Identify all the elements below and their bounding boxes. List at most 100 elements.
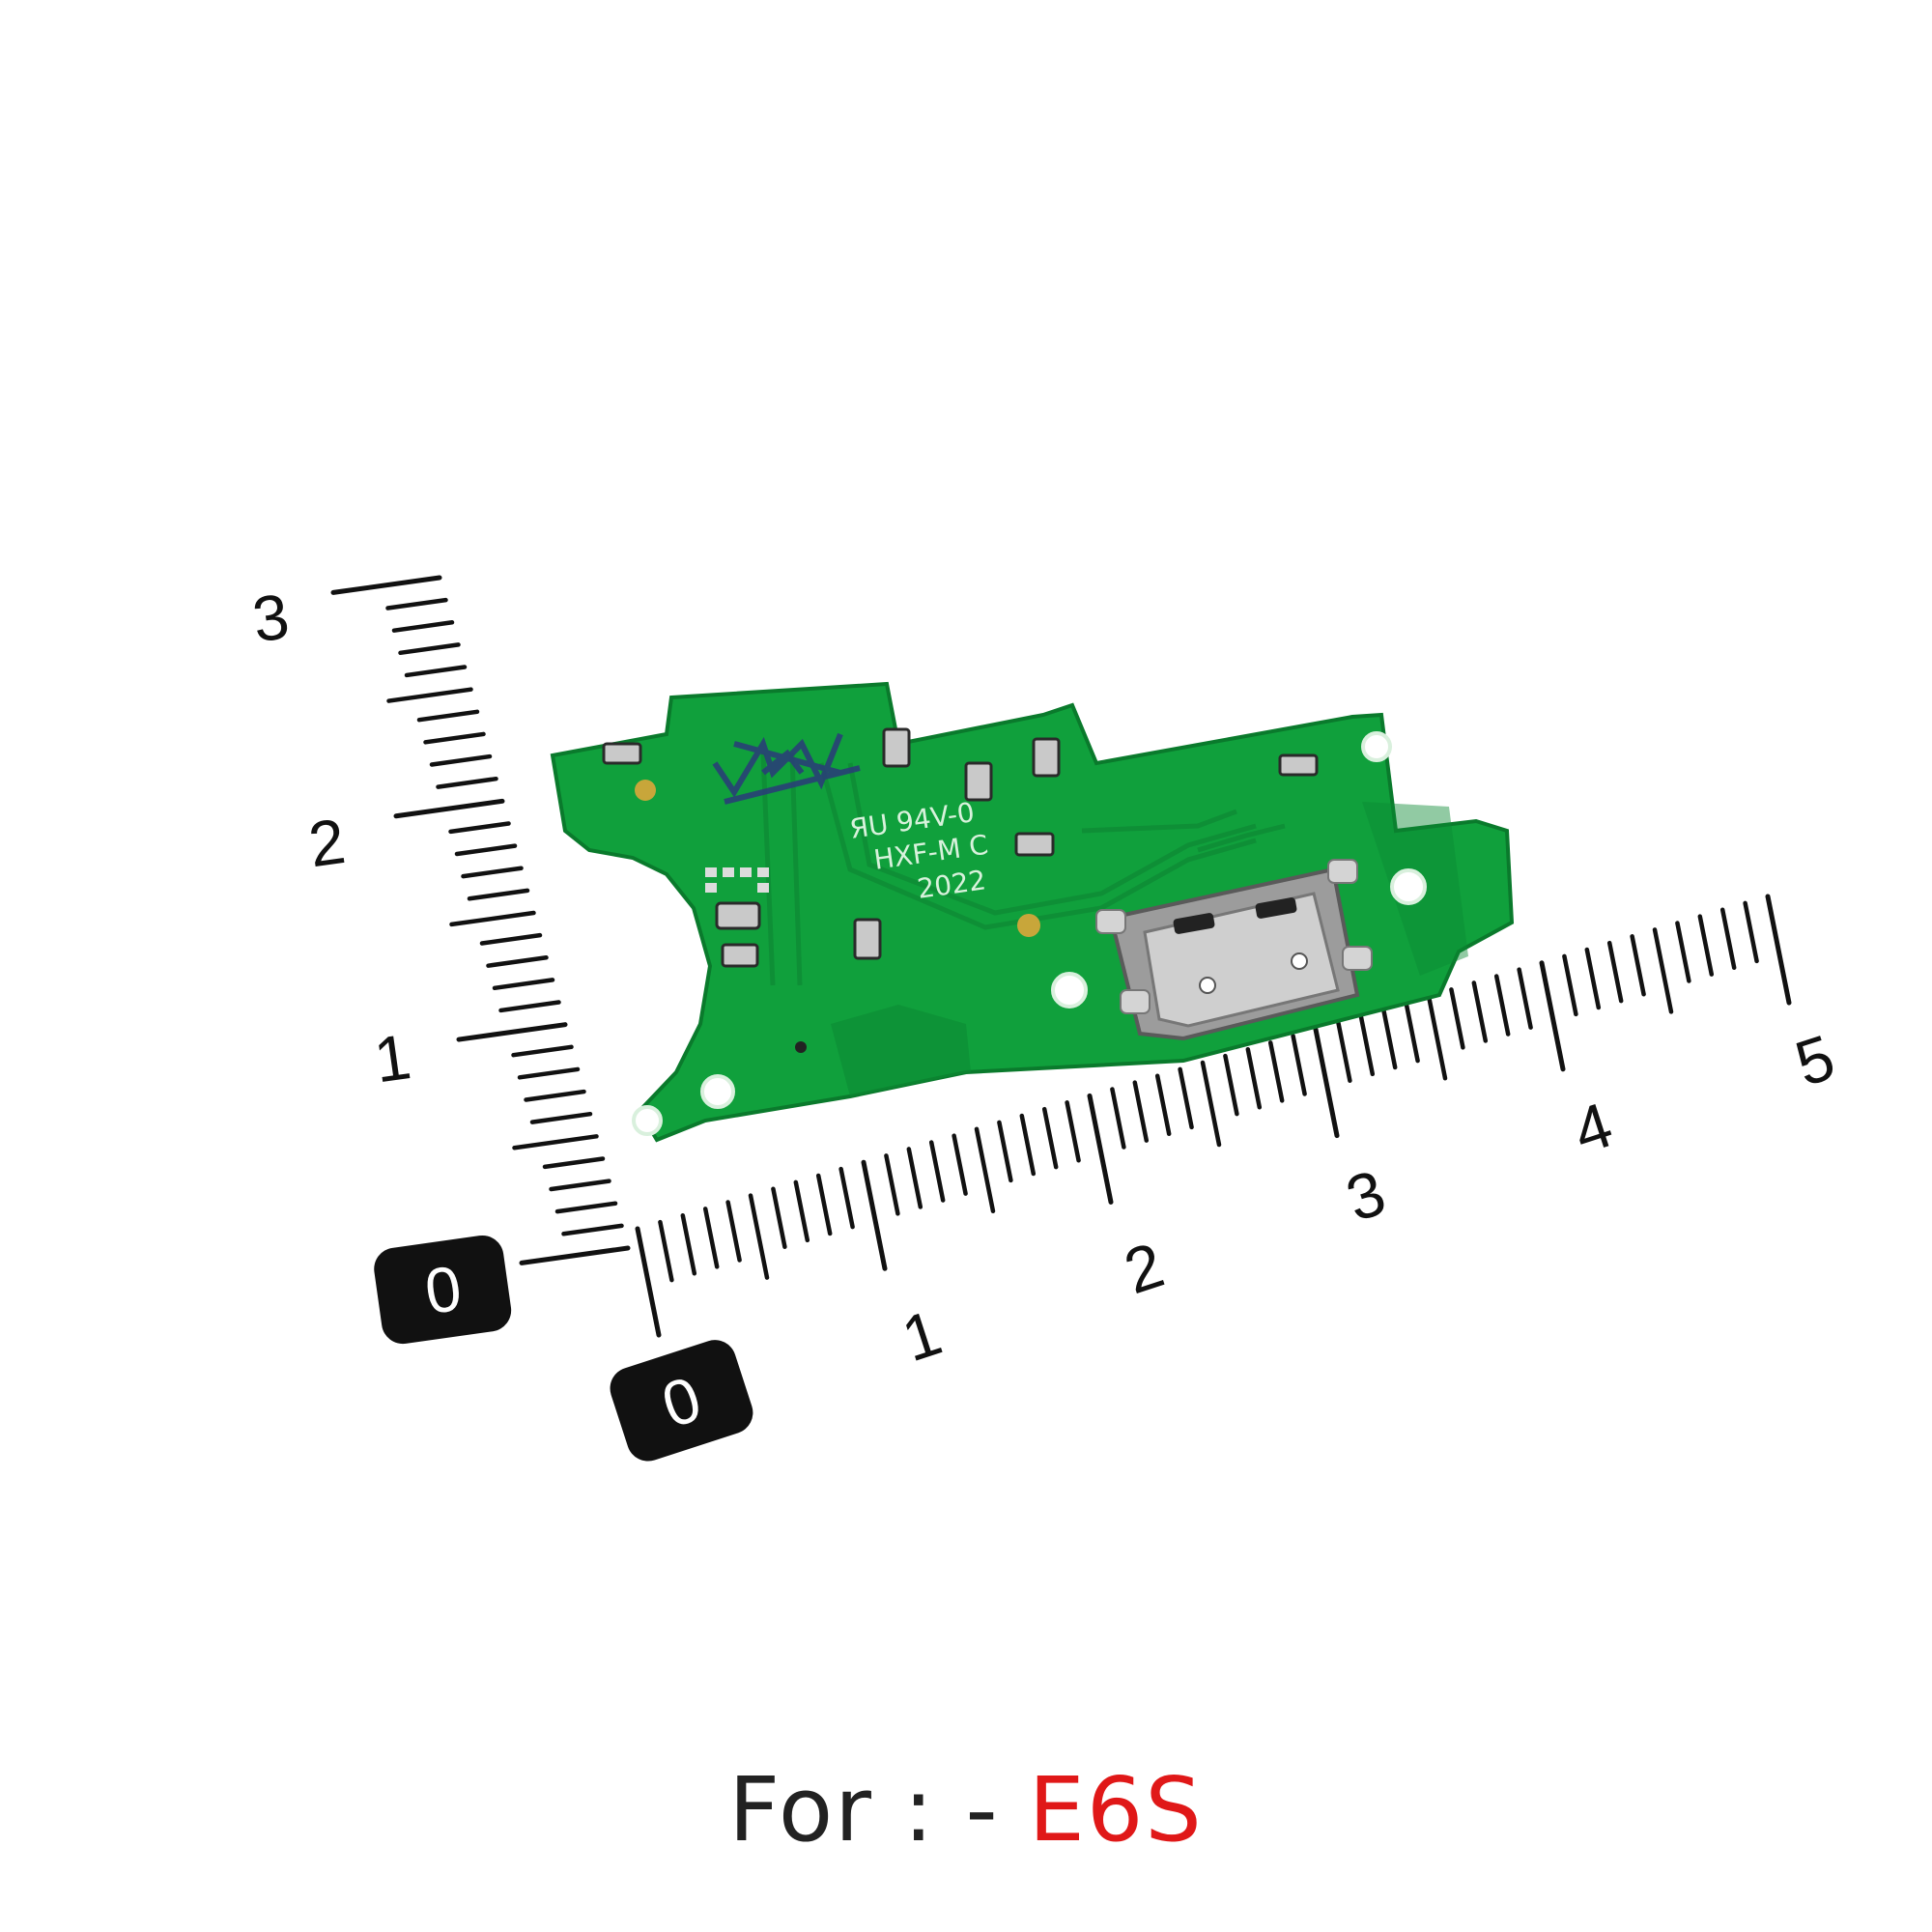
ruler-tick — [1584, 947, 1602, 1010]
vertical-ruler — [330, 575, 631, 1265]
hruler-label-3: 3 — [1338, 1156, 1394, 1236]
hruler-zero-badge: 0 — [610, 1340, 753, 1462]
mount-hole — [700, 1074, 735, 1109]
pcb-board: ЯU 94V-0 HXF-M C 2022 — [550, 681, 1515, 1143]
ruler-tick — [429, 753, 493, 767]
product-caption: For : - E6S — [0, 1758, 1932, 1861]
ruler-tick — [635, 1226, 662, 1338]
ruler-tick — [1562, 953, 1578, 1017]
ruler-tick — [1200, 1060, 1222, 1148]
ruler-tick — [928, 1140, 946, 1203]
vruler-label-3: 3 — [248, 580, 294, 655]
ruler-tick — [974, 1126, 996, 1214]
ruler-tick — [1404, 1000, 1420, 1064]
ruler-tick — [486, 955, 549, 968]
hruler-label-5: 5 — [1787, 1021, 1843, 1100]
ruler-tick — [658, 1219, 674, 1283]
ruler-tick — [404, 665, 468, 678]
ruler-tick — [1675, 921, 1691, 983]
ruler-tick — [1539, 960, 1566, 1072]
ruler-tick — [1110, 1087, 1126, 1150]
ruler-tick — [1630, 934, 1646, 997]
ruler-tick — [512, 1134, 599, 1151]
ruler-tick — [1719, 907, 1737, 971]
ruler-tick — [386, 687, 473, 703]
ruler-tick — [952, 1133, 968, 1196]
ruler-tick — [838, 1166, 855, 1230]
ruler-tick — [529, 1111, 593, 1124]
ruler-tick — [385, 597, 448, 611]
ruler-tick — [398, 642, 461, 656]
ruler-tick — [416, 709, 480, 723]
ruler-tick — [793, 1179, 810, 1243]
ruler-tick — [680, 1212, 697, 1276]
ruler-tick — [1178, 1066, 1194, 1130]
vruler-zero-badge: 0 — [374, 1235, 512, 1345]
ruler-tick — [436, 776, 498, 789]
ruler-tick — [542, 1156, 606, 1170]
caption-prefix: For : - — [728, 1758, 1000, 1861]
ruler-tick — [467, 888, 530, 901]
ruler-tick — [1291, 1034, 1307, 1096]
vruler-label-2: 2 — [304, 805, 350, 880]
ruler-tick — [449, 910, 536, 927]
ruler-tick — [423, 731, 486, 745]
ruler-tick — [492, 978, 555, 991]
ruler-tick — [861, 1159, 888, 1271]
micro-usb-connector — [1095, 859, 1373, 1041]
mount-hole — [1390, 868, 1427, 905]
ruler-tick — [702, 1207, 720, 1269]
ruler-tick — [1471, 980, 1489, 1043]
ruler-tick — [1517, 967, 1533, 1030]
ruler-tick — [725, 1200, 742, 1263]
ruler-tick — [454, 843, 518, 857]
ruler-tick — [461, 866, 524, 879]
hruler-label-2: 2 — [1116, 1229, 1172, 1308]
ruler-tick — [1493, 974, 1511, 1037]
ruler-tick — [1765, 894, 1792, 1006]
ruler-tick — [1019, 1113, 1037, 1177]
ruler-tick — [1223, 1053, 1239, 1117]
caption-model: E6S — [1028, 1758, 1204, 1861]
ruler-tick — [1652, 927, 1674, 1014]
ruler-tick — [748, 1193, 770, 1280]
ruler-tick — [448, 821, 511, 835]
ruler-tick — [561, 1223, 624, 1236]
hruler-label-1: 1 — [894, 1296, 950, 1376]
ruler-tick — [1267, 1040, 1285, 1103]
ruler-tick — [1336, 1020, 1352, 1083]
ruler-tick — [1154, 1073, 1172, 1137]
ruler-tick — [1380, 1007, 1398, 1070]
ruler-tick — [1065, 1100, 1081, 1163]
ruler-tick — [771, 1186, 787, 1249]
horizontal-ruler — [635, 894, 1792, 1338]
hruler-label-4: 4 — [1565, 1089, 1621, 1168]
ruler-tick — [997, 1120, 1013, 1183]
ruler-tick — [1606, 940, 1624, 1004]
ruler-tick — [479, 932, 543, 946]
ruler-tick — [1358, 1013, 1376, 1077]
mount-hole — [632, 1105, 663, 1136]
ruler-tick — [1697, 914, 1715, 977]
ruler-tick — [906, 1147, 923, 1209]
ruler-tick — [1087, 1093, 1114, 1205]
mount-hole — [1361, 731, 1392, 762]
ruler-tick — [1426, 993, 1448, 1081]
ruler-tick — [524, 1089, 586, 1102]
ruler-tick — [393, 798, 505, 819]
ruler-tick — [549, 1179, 611, 1192]
ruler-tick — [511, 1044, 574, 1058]
ruler-tick — [884, 1153, 900, 1216]
ruler-tick — [330, 575, 442, 595]
ruler-tick — [1132, 1080, 1150, 1143]
ruler-tick — [1313, 1027, 1340, 1139]
ruler-tick — [815, 1173, 833, 1236]
ruler-tick — [1245, 1046, 1263, 1110]
ruler-tick — [517, 1066, 581, 1080]
ruler-tick — [391, 620, 455, 633]
ruler-tick — [1743, 900, 1759, 964]
ruler-tick — [1041, 1106, 1059, 1170]
ruler-tick — [498, 1000, 561, 1013]
ruler-tick — [1449, 987, 1465, 1050]
